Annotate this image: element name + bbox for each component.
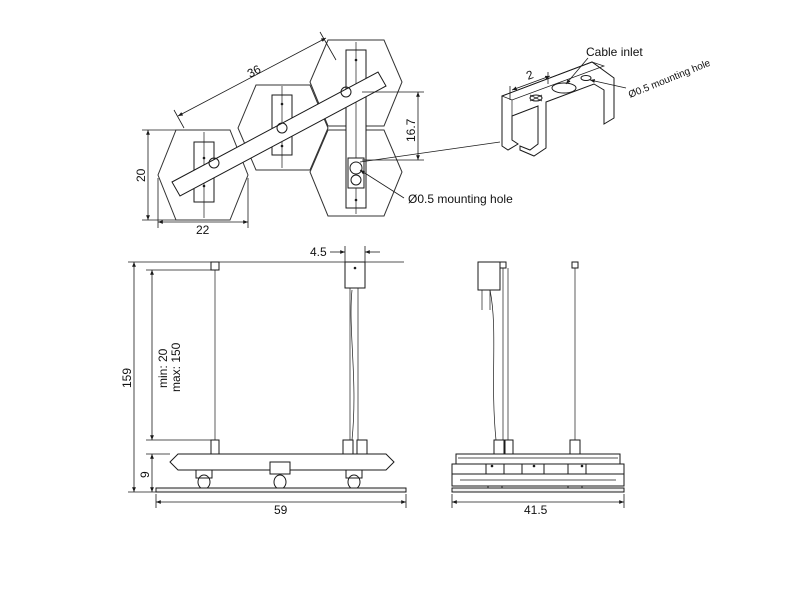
dim-top-height: 20 (134, 129, 176, 221)
dim-top-length-label: 36 (245, 62, 264, 81)
top-view: 36 22 20 16.7 Ø0.5 mounting hole (134, 31, 513, 237)
dim-top-offset: 16.7 (359, 91, 501, 163)
mounting-hole-top-label: Ø0.5 mounting hole (408, 192, 513, 206)
dim-top-width: 22 (157, 178, 249, 237)
bracket-detail: 2 Cable inlet Ø0.5 mounting hole (501, 45, 712, 157)
bracket-width-label: 2 (524, 67, 535, 83)
front-bracket-label: 4.5 (310, 245, 327, 259)
dim-top-height-label: 20 (134, 168, 148, 182)
side-width-label: 41.5 (524, 503, 548, 517)
front-adjust-max-label: max: 150 (169, 342, 183, 392)
side-view: 41.5 (451, 261, 625, 517)
mounting-hole-marker (347, 157, 365, 189)
front-view: 4.5 159 min: 20 max: 150 9 59 (120, 245, 407, 517)
front-width-label: 59 (274, 503, 288, 517)
dim-top-offset-label: 16.7 (404, 118, 418, 142)
front-height-label: 159 (120, 368, 134, 388)
cable-inlet-label: Cable inlet (586, 45, 643, 59)
front-panel-label: 9 (138, 471, 152, 478)
dim-top-width-label: 22 (196, 223, 210, 237)
mounting-hole-callout: Ø0.5 mounting hole (359, 169, 513, 206)
dim-top-length: 36 (173, 31, 337, 129)
mounting-hole-bracket-label: Ø0.5 mounting hole (627, 58, 712, 101)
front-adjust-min-label: min: 20 (156, 348, 170, 388)
